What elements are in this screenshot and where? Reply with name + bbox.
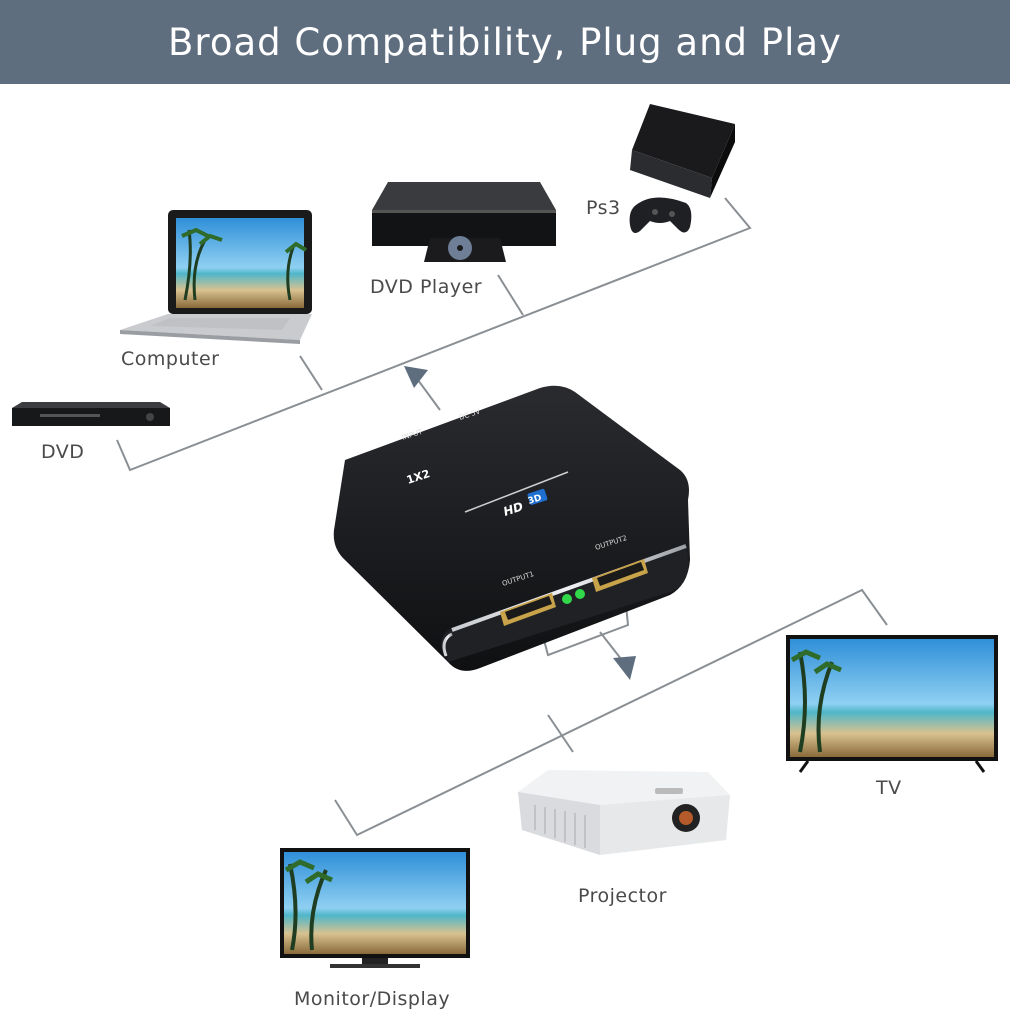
hdmi-splitter-device: INPUT DC 5V 1X2 HD 3D OUTPUT1 OUTPUT2 [333, 385, 690, 671]
ps3-console-icon [630, 104, 735, 198]
dvd-deck-icon [12, 402, 170, 426]
led-2-icon [575, 589, 585, 599]
3d-label: 3D [527, 493, 543, 507]
dvd-player-icon [372, 182, 556, 262]
label-dvd-player: DVD Player [370, 276, 483, 298]
monitor-display-icon [280, 848, 470, 968]
source-connector-lines [116, 197, 752, 472]
tv-icon [786, 635, 998, 773]
hdmi-port-1[interactable] [500, 593, 556, 626]
gamepad-icon [629, 197, 692, 233]
label-projector: Projector [578, 885, 667, 907]
hdmi-port-2[interactable] [592, 559, 648, 592]
hd-label: HD [502, 499, 525, 519]
label-monitor-display: Monitor/Display [294, 988, 451, 1010]
banner-title: Broad Compatibility, Plug and Play [168, 20, 842, 64]
laptop-computer-icon [120, 210, 312, 344]
label-computer: Computer [121, 348, 220, 370]
label-ps3: Ps3 [586, 197, 621, 219]
output-arrow-icon [613, 656, 636, 680]
title-banner: Broad Compatibility, Plug and Play [0, 0, 1010, 84]
projector-icon [518, 770, 730, 855]
input-arrow-icon [404, 366, 428, 388]
label-dvd: DVD [41, 441, 85, 463]
led-1-icon [562, 594, 572, 604]
label-tv: TV [876, 777, 902, 799]
